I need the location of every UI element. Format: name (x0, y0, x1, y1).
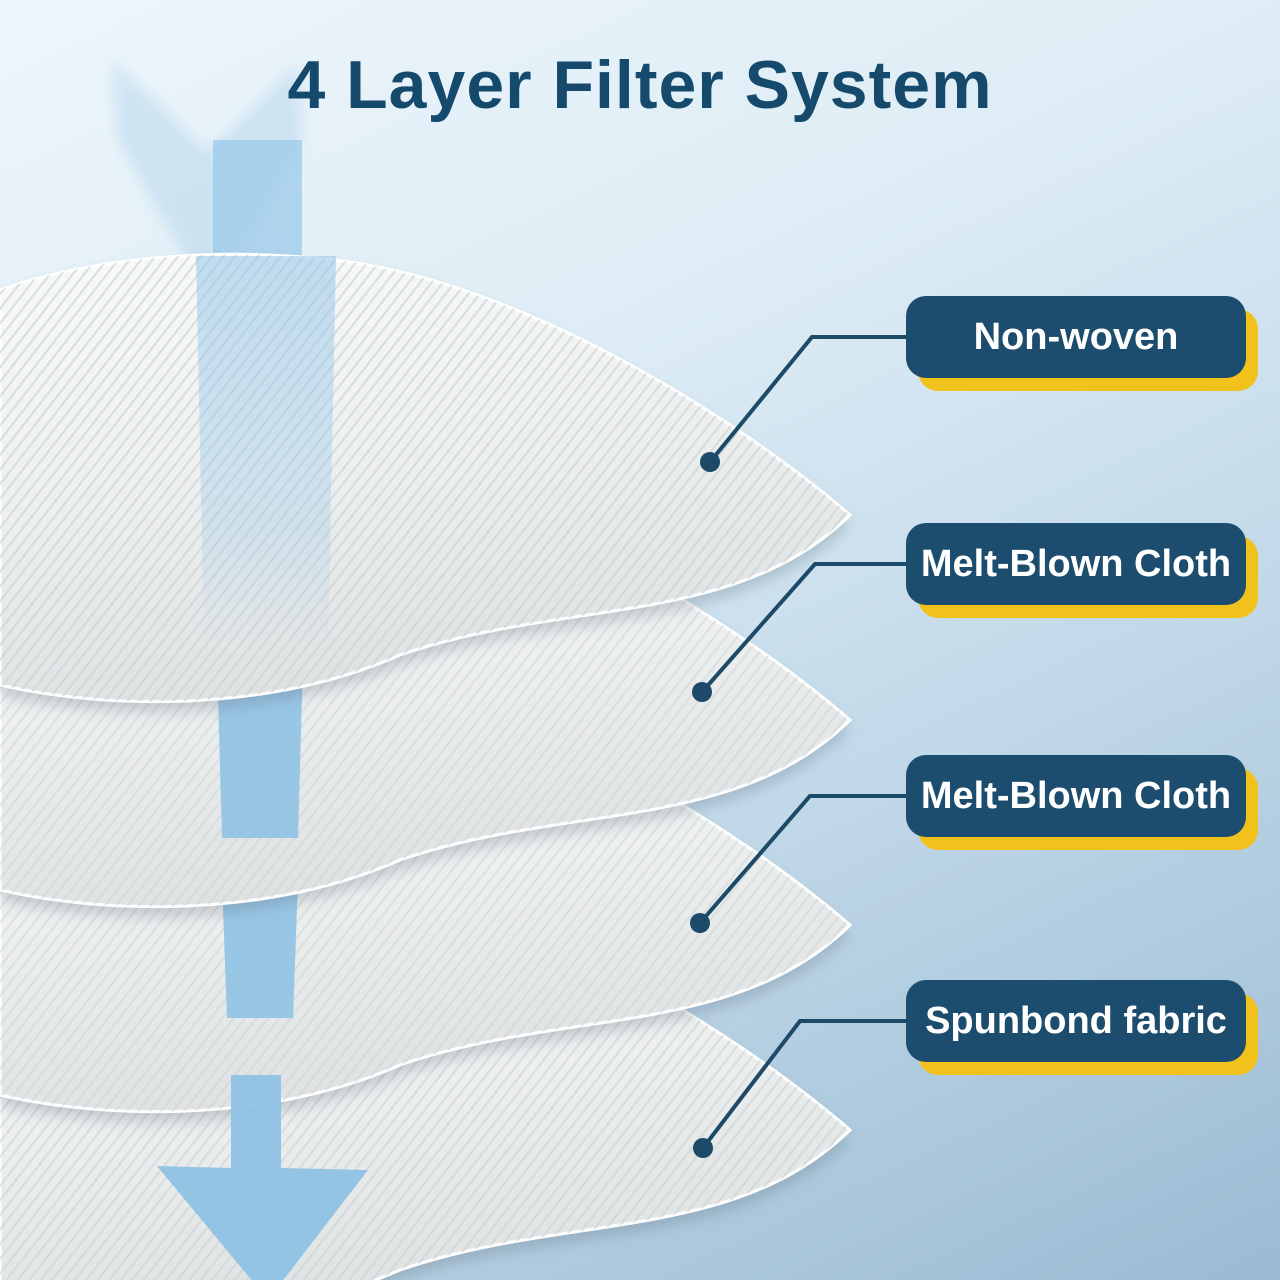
connector-line-2 (700, 562, 915, 694)
connector-dot-4 (693, 1138, 713, 1158)
label-box-melt-blown-1: Melt-Blown Cloth (906, 523, 1246, 605)
label-text-non-woven: Non-woven (973, 315, 1179, 358)
airflow-arrow-top-icon (112, 60, 302, 302)
label-text-melt-blown-1: Melt-Blown Cloth (920, 542, 1232, 585)
connector-dot-1 (700, 452, 720, 472)
connector-dot-3 (690, 913, 710, 933)
label-text-spunbond: Spunbond fabric (925, 999, 1227, 1042)
airflow-arrow-through-sheet (196, 256, 336, 645)
label-box-melt-blown-2: Melt-Blown Cloth (906, 755, 1246, 837)
airflow-arrow-segment-2 (222, 880, 298, 1018)
connector-line-3 (698, 794, 915, 925)
airflow-arrow-head-icon (157, 1075, 368, 1280)
label-box-non-woven: Non-woven (906, 296, 1246, 378)
connector-dot-2 (692, 682, 712, 702)
page-title: 4 Layer Filter System (287, 47, 993, 123)
connector-line-4 (701, 1019, 915, 1150)
connector-line-1 (708, 335, 915, 464)
label-box-spunbond: Spunbond fabric (906, 980, 1246, 1062)
label-text-melt-blown-2: Melt-Blown Cloth (920, 774, 1232, 817)
connector-dots (690, 452, 720, 1158)
connectors (698, 335, 915, 1150)
